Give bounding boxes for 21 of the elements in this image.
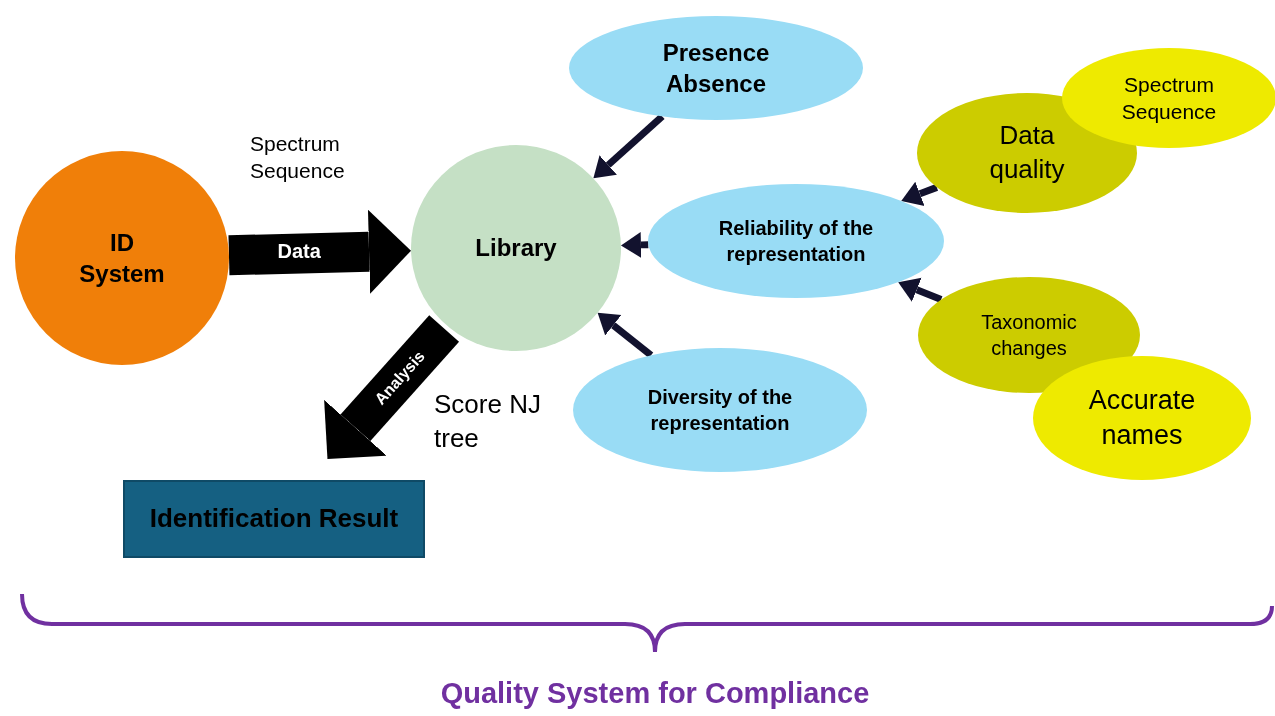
annotation-text: Score NJ tree: [434, 388, 542, 455]
arrow: [593, 113, 665, 179]
arrow: [898, 277, 943, 303]
node-label: Identification Result: [148, 502, 400, 536]
node-label: Reliability of the representation: [717, 216, 875, 267]
node-label: Diversity of the representation: [646, 385, 794, 436]
arrow: [901, 181, 939, 206]
block-arrow: [228, 209, 412, 294]
node-label: Library: [474, 233, 558, 264]
annotation-text: Spectrum Sequence: [250, 131, 346, 185]
arrow: [597, 312, 654, 358]
node-label: ID System: [78, 227, 166, 289]
result-box: [123, 480, 425, 558]
node-label: Presence Absence: [661, 37, 771, 99]
node-label: Spectrum Sequence: [1120, 71, 1218, 125]
node-label: Data quality: [988, 119, 1066, 186]
edge-label: Data: [277, 240, 321, 263]
node-label: Taxonomic changes: [980, 310, 1078, 361]
footer-title: Quality System for Compliance: [439, 676, 871, 711]
node-label: Accurate names: [1087, 383, 1197, 452]
block-arrow: [324, 315, 460, 460]
